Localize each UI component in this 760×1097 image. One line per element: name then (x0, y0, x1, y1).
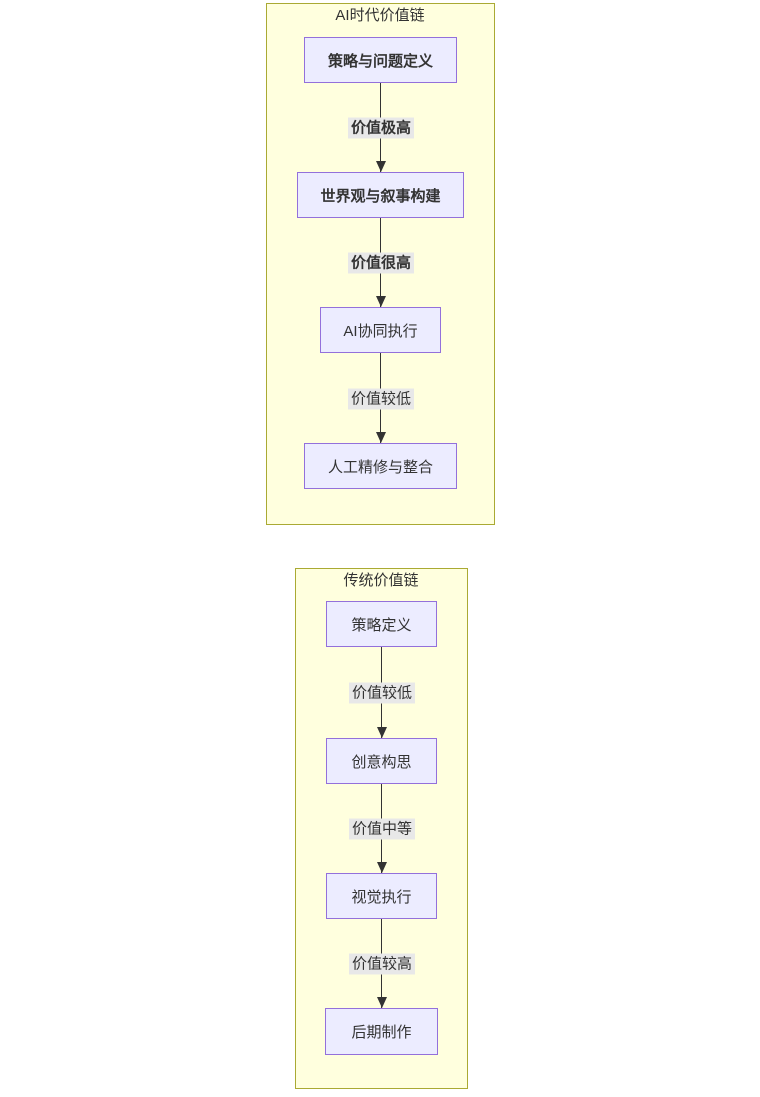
node-visual-execution: 视觉执行 (326, 873, 437, 919)
arrowhead-down-icon (376, 432, 386, 443)
arrowhead-down-icon (377, 997, 387, 1008)
node-post-production: 后期制作 (325, 1008, 438, 1055)
node-label: AI协同执行 (343, 322, 418, 340)
edge-label-value-lower: 价值较低 (347, 388, 415, 410)
edge-label-value-medium: 价值中等 (348, 818, 416, 840)
node-strategy-definition: 策略定义 (326, 601, 437, 647)
arrowhead-down-icon (377, 862, 387, 873)
edge-label-value-very-high: 价值很高 (347, 252, 415, 274)
arrowhead-down-icon (376, 161, 386, 172)
node-label: 策略定义 (351, 616, 412, 634)
node-ai-collaborative-execution: AI协同执行 (320, 307, 441, 353)
arrowhead-down-icon (376, 296, 386, 307)
node-label: 人工精修与整合 (327, 458, 433, 476)
node-strategy-and-problem-definition: 策略与问题定义 (304, 37, 457, 83)
edge-label-value-higher: 价值较高 (348, 953, 416, 975)
node-label: 策略与问题定义 (327, 52, 433, 70)
node-manual-refinement-and-integration: 人工精修与整合 (304, 443, 457, 489)
arrowhead-down-icon (377, 727, 387, 738)
edge-label-value-extremely-high: 价值极高 (347, 117, 415, 139)
node-label: 视觉执行 (351, 888, 412, 906)
edge-label-value-lower-traditional: 价值较低 (348, 682, 416, 704)
cluster-title-ai-era: AI时代价值链 (335, 7, 425, 24)
node-label: 后期制作 (351, 1024, 412, 1041)
node-creative-ideation: 创意构思 (326, 738, 437, 784)
node-label: 创意构思 (351, 753, 412, 771)
cluster-title-traditional: 传统价值链 (343, 572, 419, 589)
node-label: 世界观与叙事构建 (320, 187, 441, 205)
node-worldview-and-narrative-construction: 世界观与叙事构建 (297, 172, 464, 218)
